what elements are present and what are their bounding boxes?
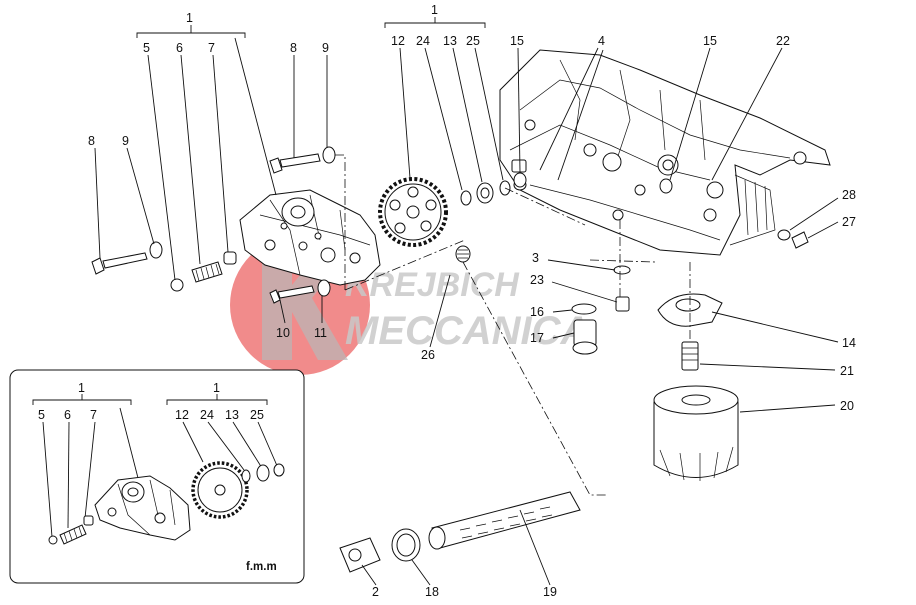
callout-10: 10 [276,326,290,340]
washer-9a [322,146,336,164]
inset-callout-6: 6 [64,408,71,422]
part-7-plunger [223,251,237,265]
drain-fittings [571,265,631,355]
inset-callout-25: 25 [250,408,264,422]
inset-callout-1-left: 1 [78,381,85,395]
inset-part-13 [256,464,270,482]
inset-part-25 [273,463,285,477]
inset-variant-box: 1 1 5 6 7 12 24 13 25 f.m.m [9,369,305,584]
leader-lines [94,17,839,586]
callout-12: 12 [391,34,405,48]
inset-note-fmm: f.m.m [246,561,277,573]
part-16 [571,303,597,315]
callout-9-left: 9 [122,134,129,148]
part-23 [615,296,630,312]
part-19-strainer [431,491,581,549]
callout-28: 28 [842,188,856,202]
callout-20: 20 [840,399,854,413]
callout-14: 14 [842,336,856,350]
cover-screw [777,229,809,249]
part-3-washer [613,265,631,275]
inset-oil-pump [94,475,191,541]
inset-callout-12: 12 [175,408,189,422]
inset-part-24 [241,469,251,483]
callout-15-left: 15 [510,34,524,48]
washer-9b [149,241,163,259]
callout-8-left: 8 [88,134,95,148]
crankcase [499,49,831,256]
callout-1-left: 1 [186,11,193,25]
part-15b [659,178,673,194]
callout-24: 24 [416,34,430,48]
part-5-ball [170,278,184,292]
bolt-head-8b [91,257,105,275]
inset-callout-13: 13 [225,408,239,422]
part-17-base [572,341,598,355]
callout-4: 4 [598,34,605,48]
pump-gear-group [378,177,511,247]
callout-22: 22 [776,34,790,48]
part-6-spring [191,261,223,283]
part-28 [777,229,791,241]
inset-callout-24: 24 [200,408,214,422]
callout-17: 17 [530,331,544,345]
inset-callout-5: 5 [38,408,45,422]
callout-18: 18 [425,585,439,599]
callout-3: 3 [532,251,539,265]
watermark-text-line2: MECCANICA [345,309,589,353]
callout-labels: 1 5 6 7 8 9 8 9 1 12 24 13 25 15 4 15 22… [88,3,856,599]
part-15a [513,172,527,188]
bolt-shank-10 [277,285,315,299]
washer-11 [317,279,331,297]
inset-part-6 [59,524,87,545]
inset-callout-7: 7 [90,408,97,422]
relief-valve-parts [170,251,237,292]
callout-25: 25 [466,34,480,48]
assembly-centerlines [335,154,691,496]
callout-11: 11 [314,326,327,340]
watermark-text-line1: KREJBICH [345,266,520,304]
callout-9-top: 9 [322,41,329,55]
callout-19: 19 [543,585,557,599]
callout-1-right: 1 [431,3,438,17]
bolt-head-8a [269,157,283,174]
bolt-shank-8b [102,252,148,269]
bolt-shank-8a [279,153,321,168]
callout-15-right: 15 [703,34,717,48]
inset-part-7 [83,515,94,526]
strainer-group [339,491,581,573]
inset-part-5 [48,535,58,545]
callout-2: 2 [372,585,379,599]
callout-23: 23 [530,273,544,287]
small-fittings [455,172,673,263]
callout-26: 26 [421,348,435,362]
part-27 [791,231,809,249]
callout-5: 5 [143,41,150,55]
oil-filter-group [653,293,739,481]
inset-callout-1-right: 1 [213,381,220,395]
callout-7: 7 [208,41,215,55]
callout-6: 6 [176,41,183,55]
callout-13: 13 [443,34,457,48]
callout-16: 16 [530,305,544,319]
bracket-1-left [136,32,246,38]
bolts-and-washers [91,146,336,304]
part-21-nipple [681,341,699,371]
callout-27: 27 [842,215,856,229]
part-24 [460,190,472,206]
bracket-1-right [384,22,486,28]
callout-8-top: 8 [290,41,297,55]
callout-21: 21 [840,364,854,378]
